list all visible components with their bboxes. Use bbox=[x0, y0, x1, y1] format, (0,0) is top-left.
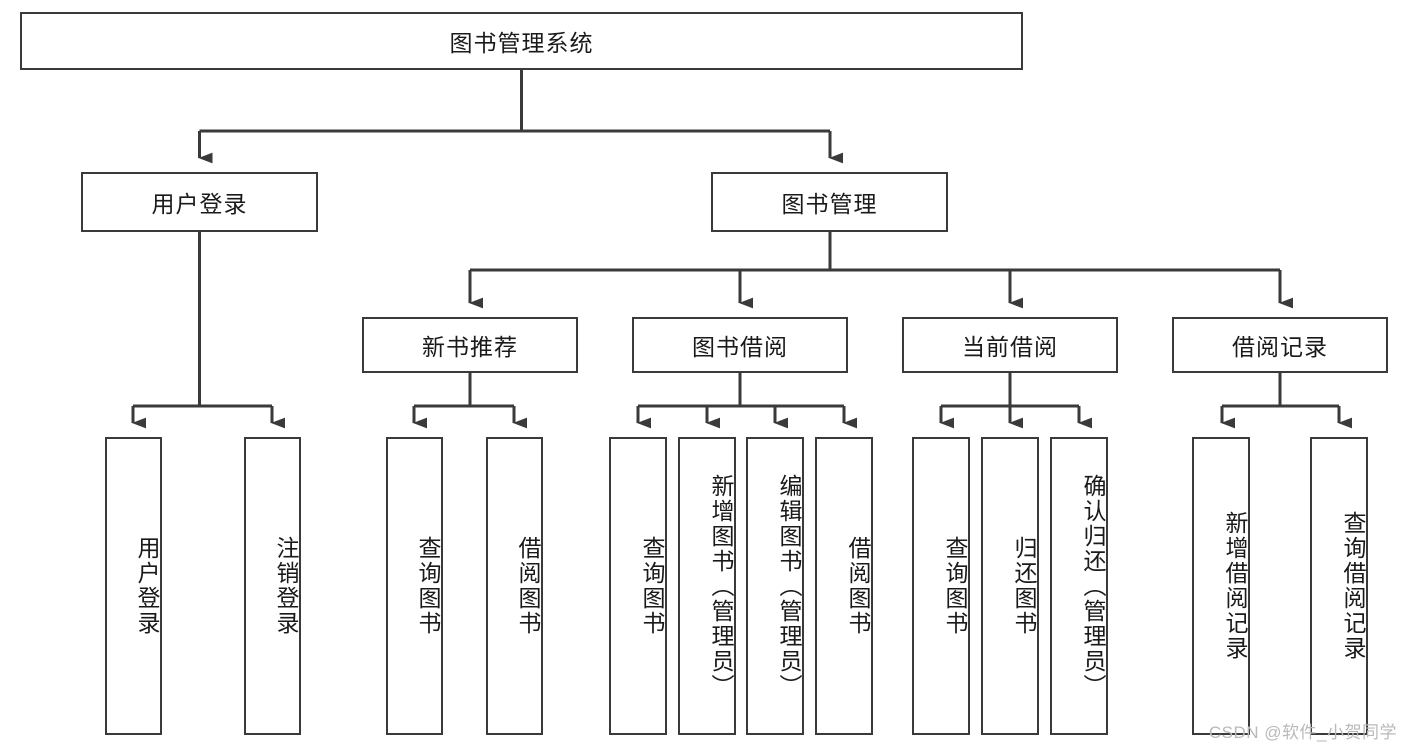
node-user-login-label: 用户登录 bbox=[151, 191, 248, 217]
node-book-management[interactable]: 图书管理 bbox=[711, 172, 948, 232]
leaf-label: 确认归还（管理员） bbox=[1080, 473, 1106, 699]
node-book-borrow[interactable]: 图书借阅 bbox=[632, 317, 848, 373]
leaf-user-login-signin[interactable]: 用户登录 bbox=[105, 437, 162, 735]
leaf-current-return-book[interactable]: 归还图书 bbox=[981, 437, 1039, 735]
node-root[interactable]: 图书管理系统 bbox=[20, 12, 1023, 70]
leaf-new-book-query[interactable]: 查询图书 bbox=[386, 437, 443, 735]
node-root-label: 图书管理系统 bbox=[449, 30, 594, 56]
node-borrow-records[interactable]: 借阅记录 bbox=[1172, 317, 1388, 373]
node-book-borrow-label: 图书借阅 bbox=[692, 334, 788, 360]
leaf-borrow-borrow-book[interactable]: 借阅图书 bbox=[815, 437, 873, 735]
leaf-records-query[interactable]: 查询借阅记录 bbox=[1310, 437, 1368, 735]
node-current-borrow-label: 当前借阅 bbox=[962, 334, 1058, 360]
leaf-label: 查询图书 bbox=[415, 536, 441, 636]
node-new-book-recommend[interactable]: 新书推荐 bbox=[362, 317, 578, 373]
leaf-label: 查询图书 bbox=[942, 536, 968, 636]
node-borrow-records-label: 借阅记录 bbox=[1232, 334, 1328, 360]
leaf-current-query-book[interactable]: 查询图书 bbox=[912, 437, 970, 735]
leaf-label: 借阅图书 bbox=[845, 536, 871, 636]
node-user-login[interactable]: 用户登录 bbox=[81, 172, 318, 232]
leaf-label: 新增借阅记录 bbox=[1222, 511, 1248, 661]
leaf-user-login-signout[interactable]: 注销登录 bbox=[244, 437, 301, 735]
leaf-label: 注销登录 bbox=[273, 536, 299, 636]
node-book-management-label: 图书管理 bbox=[781, 191, 878, 217]
leaf-label: 查询图书 bbox=[639, 536, 665, 636]
leaf-borrow-add-book[interactable]: 新增图书（管理员） bbox=[678, 437, 736, 735]
leaf-label: 借阅图书 bbox=[515, 536, 541, 636]
leaf-label: 新增图书（管理员） bbox=[708, 473, 734, 699]
leaf-borrow-edit-book[interactable]: 编辑图书（管理员） bbox=[746, 437, 804, 735]
watermark: CSDN @软件_小贺同学 bbox=[1208, 723, 1397, 742]
leaf-label: 用户登录 bbox=[134, 536, 160, 636]
leaf-label: 归还图书 bbox=[1011, 536, 1037, 636]
leaf-borrow-query-book[interactable]: 查询图书 bbox=[609, 437, 667, 735]
node-new-book-recommend-label: 新书推荐 bbox=[422, 334, 518, 360]
leaf-current-confirm-return[interactable]: 确认归还（管理员） bbox=[1050, 437, 1108, 735]
node-current-borrow[interactable]: 当前借阅 bbox=[902, 317, 1118, 373]
leaf-records-add[interactable]: 新增借阅记录 bbox=[1192, 437, 1250, 735]
leaf-new-book-borrow[interactable]: 借阅图书 bbox=[486, 437, 543, 735]
leaf-label: 编辑图书（管理员） bbox=[776, 473, 802, 699]
leaf-label: 查询借阅记录 bbox=[1340, 511, 1366, 661]
